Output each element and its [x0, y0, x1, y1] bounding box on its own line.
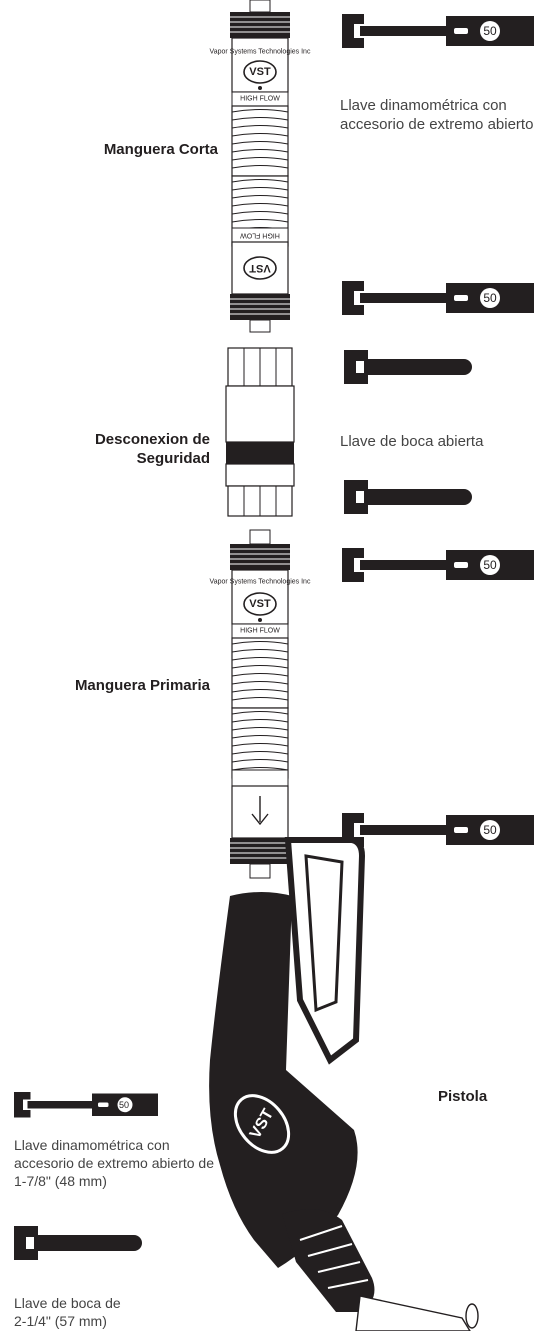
fuel-nozzle: VST [209, 837, 479, 1331]
torque-value-label: 50 [483, 24, 497, 38]
caption-open-wrench: Llave de boca abierta [340, 433, 484, 450]
fitting-band-label: HIGH FLOW [240, 628, 280, 635]
torque-wrench-icon [342, 548, 534, 582]
legend-open-wrench-icon [14, 1226, 142, 1260]
torque-wrench-icon [342, 14, 534, 48]
primary-hose-top-fitting: Vapor Systems Technologies Inc VST HIGH … [210, 529, 311, 639]
legend-open-wrench-text: Llave de boca de 2-1/4" (57 mm) [14, 1295, 121, 1329]
torque-value-label: 50 [483, 823, 497, 837]
label-pistola: Pistola [438, 1088, 488, 1105]
label-manguera-primaria: Manguera Primaria [74, 677, 210, 694]
label-manguera-corta: Manguera Corta [103, 141, 218, 158]
torque-value-label: 50 [483, 558, 497, 572]
legend-torque-wrench-icon [14, 1092, 158, 1118]
legend-torque-value-label: 50 [119, 1100, 129, 1110]
flow-arrow-icon [251, 796, 269, 826]
fitting-maker-text: Vapor Systems Technologies Inc [210, 579, 311, 586]
primary-hose-segment [231, 707, 289, 779]
torque-value-label: 50 [483, 291, 497, 305]
fitting-logo: VST [249, 598, 271, 610]
short-hose-bottom-fitting: HIGH FLOW VST [229, 227, 291, 333]
fitting-logo: VST [249, 262, 271, 274]
fitting-band-label: HIGH FLOW [240, 96, 280, 103]
short-hose-top-fitting: VST Vapor Systems Technologies Inc HIGH … [210, 0, 311, 107]
short-hose-segment [231, 105, 289, 177]
fitting-maker-text: Vapor Systems Technologies Inc [210, 49, 311, 56]
safety-breakaway [225, 347, 295, 517]
caption-torque-wrench: Llave dinamométrica con accesorio de ext… [340, 97, 534, 133]
open-wrench-icon [344, 350, 472, 384]
fitting-logo: VST [249, 66, 271, 78]
primary-hose-bottom-fitting [229, 769, 291, 879]
open-wrench-icon [344, 480, 472, 514]
fitting-band-label: HIGH FLOW [240, 232, 280, 239]
torque-wrench-icon [342, 281, 534, 315]
torque-wrench-icon [342, 813, 534, 847]
label-desconexion: Desconexion de Seguridad [94, 431, 210, 467]
primary-hose-segment [231, 637, 289, 709]
legend-torque-wrench-text: Llave dinamométrica con accesorio de ext… [14, 1137, 214, 1189]
